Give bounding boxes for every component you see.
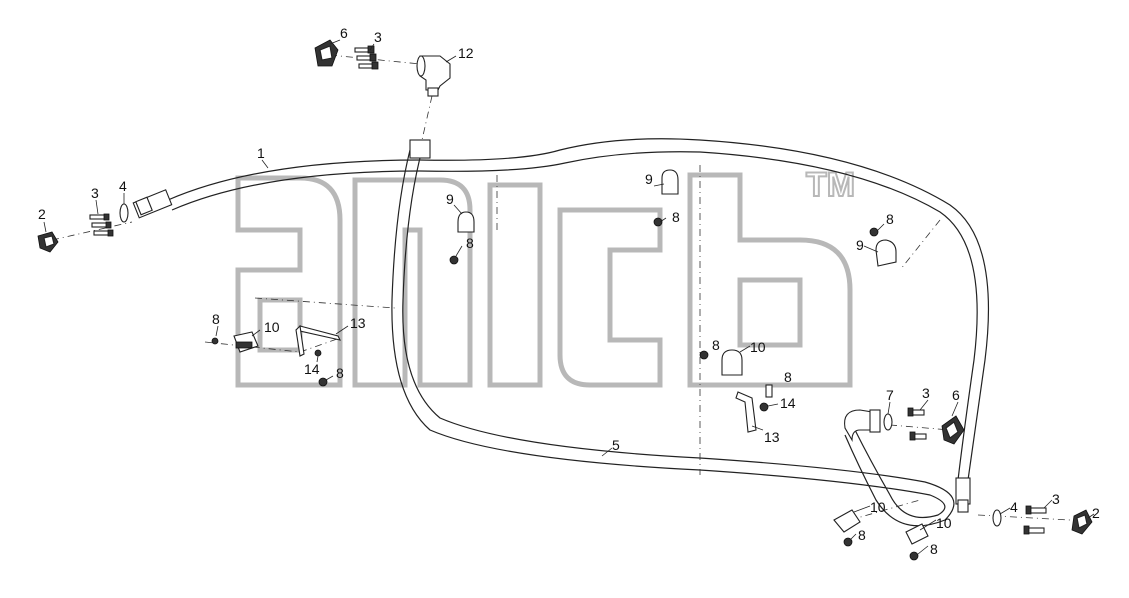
o-ring-7 (883, 413, 893, 431)
callout-hose-1: 1 (257, 145, 265, 161)
callout-bolt-8-i: 8 (930, 541, 938, 557)
callout-clamp-10-left: 10 (264, 319, 280, 335)
bracket-13-middle (735, 384, 773, 433)
flange-clamp-right (1071, 509, 1093, 535)
hose-5 (391, 139, 955, 527)
callout-flange-6-bottom: 6 (952, 387, 960, 403)
callout-clip-9-a: 9 (446, 191, 454, 207)
callout-labels: 1 2 3 4 6 3 12 9 8 9 8 9 8 8 10 13 14 8 … (38, 25, 1100, 557)
clip-9-c (869, 227, 897, 267)
callout-washer-14-left: 14 (304, 361, 320, 377)
callout-clamp-10-middle: 10 (750, 339, 766, 355)
callout-bolt-3-right: 3 (1052, 491, 1060, 507)
callout-flange-2-right: 2 (1092, 505, 1100, 521)
flange-clamp-bottom-right (941, 415, 965, 445)
clamp-10-bottom-a (833, 509, 861, 547)
bolts-right (1023, 505, 1047, 535)
callout-bolt-8-f: 8 (712, 337, 720, 353)
o-ring-right (992, 509, 1002, 527)
callout-bolt-8-c: 8 (886, 211, 894, 227)
callout-bolt-8-d: 8 (212, 311, 220, 327)
callout-clip-9-c: 9 (856, 237, 864, 253)
elbow-fitting (416, 55, 451, 97)
callout-o-ring-4-right: 4 (1010, 499, 1018, 515)
flange-clamp-left (37, 231, 59, 253)
callout-flange-6-top: 6 (340, 25, 348, 41)
callout-elbow-12: 12 (458, 45, 474, 61)
callout-clip-9-b: 9 (645, 171, 653, 187)
watermark-tm: TM (806, 166, 855, 204)
clamp-10-bottom-b (905, 523, 929, 561)
hose-bend-fitting (844, 409, 881, 443)
callout-bolt-8-a: 8 (466, 235, 474, 251)
callout-bracket-13-left: 13 (350, 315, 366, 331)
clamp-10-middle (699, 349, 743, 376)
leader-lines (43, 39, 1095, 555)
callout-bracket-13-middle: 13 (764, 429, 780, 445)
callout-clamp-10-bottom-b: 10 (936, 515, 952, 531)
callout-o-ring-7: 7 (886, 387, 894, 403)
callout-bolt-8-g: 8 (784, 369, 792, 385)
callout-bolt-3-top: 3 (374, 29, 382, 45)
watermark-logo: TM (235, 165, 856, 388)
callout-bolt-3-bottom: 3 (922, 385, 930, 401)
callout-bolt-8-e: 8 (336, 365, 344, 381)
callout-flange-2-left: 2 (38, 206, 46, 222)
callout-bolt-8-b: 8 (672, 209, 680, 225)
hose-1 (132, 138, 990, 513)
callout-clamp-10-bottom-a: 10 (870, 499, 886, 515)
callout-bolt-8-h: 8 (858, 527, 866, 543)
callout-bolt-3-left: 3 (91, 185, 99, 201)
bracket-13-left (295, 324, 342, 387)
clip-9-b (653, 169, 679, 227)
o-ring-left (119, 203, 129, 223)
callout-hose-5: 5 (612, 437, 620, 453)
flange-clamp-top (314, 39, 339, 67)
clip-9-a (449, 211, 475, 265)
clamp-10-left (211, 331, 259, 353)
bolts-left (89, 213, 114, 237)
callout-o-ring-4-left: 4 (119, 178, 127, 194)
center-lines (51, 54, 1071, 521)
bolts-bottom-right-upper (907, 407, 927, 441)
bolts-top (354, 45, 379, 70)
callout-washer-14-middle: 14 (780, 395, 796, 411)
